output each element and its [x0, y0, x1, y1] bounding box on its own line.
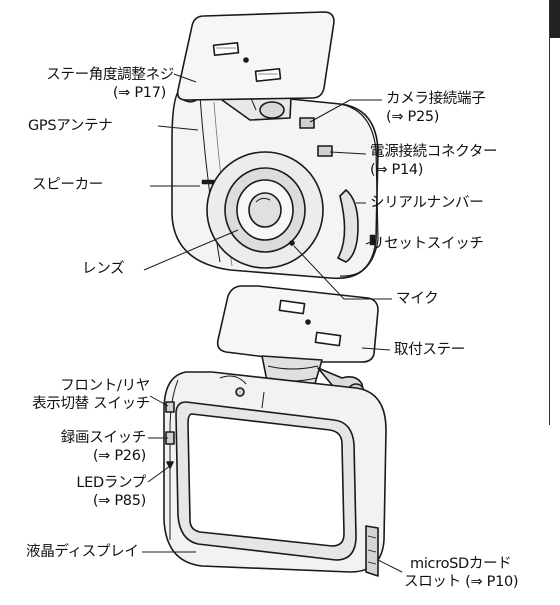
label-microphone: マイク: [396, 291, 439, 307]
label-camera-port-line1: カメラ接続端子: [386, 91, 486, 107]
label-lcd-display: 液晶ディスプレイ: [26, 544, 139, 560]
label-microsd-line1: microSDカード: [410, 556, 512, 572]
label-front-rear-line2: 表示切替 スイッチ: [32, 396, 150, 412]
label-record-switch-line2: (⇒ P26): [92, 448, 146, 464]
label-led-lamp-line1: LEDランプ: [76, 475, 146, 491]
leader-led: [147, 465, 171, 483]
label-camera-port-line2: (⇒ P25): [386, 109, 440, 125]
label-microsd-line2: スロット (⇒ P10): [404, 574, 519, 590]
label-record-switch: 録画スイッチ (⇒ P26): [60, 429, 147, 465]
label-led-lamp: LEDランプ (⇒ P85): [76, 474, 146, 510]
top-mount-plate: [176, 11, 335, 101]
leader-power: [329, 151, 367, 155]
camera-front-body: [163, 371, 387, 577]
leader-front-rear: [149, 395, 169, 407]
page-edge-tab: [549, 0, 560, 425]
label-microsd-slot: microSDカード スロット (⇒ P10): [404, 555, 519, 591]
top-connectors: [299, 117, 333, 157]
mic-hole: [289, 240, 295, 246]
leader-microsd: [377, 559, 403, 573]
label-reset-switch: リセットスイッチ: [370, 236, 484, 252]
bottom-mount-plate: [216, 285, 379, 363]
leader-stay-angle: [173, 73, 197, 83]
label-stay-angle-screw: ステー角度調整ネジ (⇒ P17): [46, 66, 174, 102]
label-speaker: スピーカー: [32, 177, 103, 193]
label-led-lamp-line2: (⇒ P85): [92, 493, 146, 509]
label-power-connector-line1: 電源接続コネクター: [370, 144, 498, 160]
label-record-switch-line1: 録画スイッチ: [60, 430, 147, 446]
label-gps-antenna: GPSアンテナ: [28, 118, 113, 134]
label-power-connector: 電源接続コネクター (⇒ P14): [370, 143, 498, 179]
label-front-rear-switch: フロント/リヤ 表示切替 スイッチ: [32, 377, 150, 413]
lens-assembly: [206, 151, 324, 269]
speaker-slot: [201, 179, 215, 185]
label-mount-stay: 取付ステー: [394, 342, 465, 358]
label-stay-angle-line2: (⇒ P17): [112, 85, 166, 101]
leader-mic: [293, 245, 345, 300]
label-stay-angle-line1: ステー角度調整ネジ: [46, 67, 174, 83]
leader-gps: [157, 125, 199, 131]
leader-lens: [143, 229, 239, 271]
leader-reset: [365, 239, 377, 245]
label-front-rear-line1: フロント/リヤ: [60, 378, 150, 394]
label-camera-port: カメラ接続端子 (⇒ P25): [386, 90, 486, 126]
label-lens: レンズ: [82, 261, 125, 277]
leader-mount: [361, 347, 391, 351]
label-serial-number: シリアルナンバー: [370, 195, 484, 211]
leader-camera-port: [309, 99, 351, 123]
serial-number-plate: [337, 189, 359, 263]
leader-lines: [142, 73, 403, 573]
label-power-connector-line2: (⇒ P14): [370, 162, 424, 178]
page-edge-tab-cap: [550, 0, 560, 38]
